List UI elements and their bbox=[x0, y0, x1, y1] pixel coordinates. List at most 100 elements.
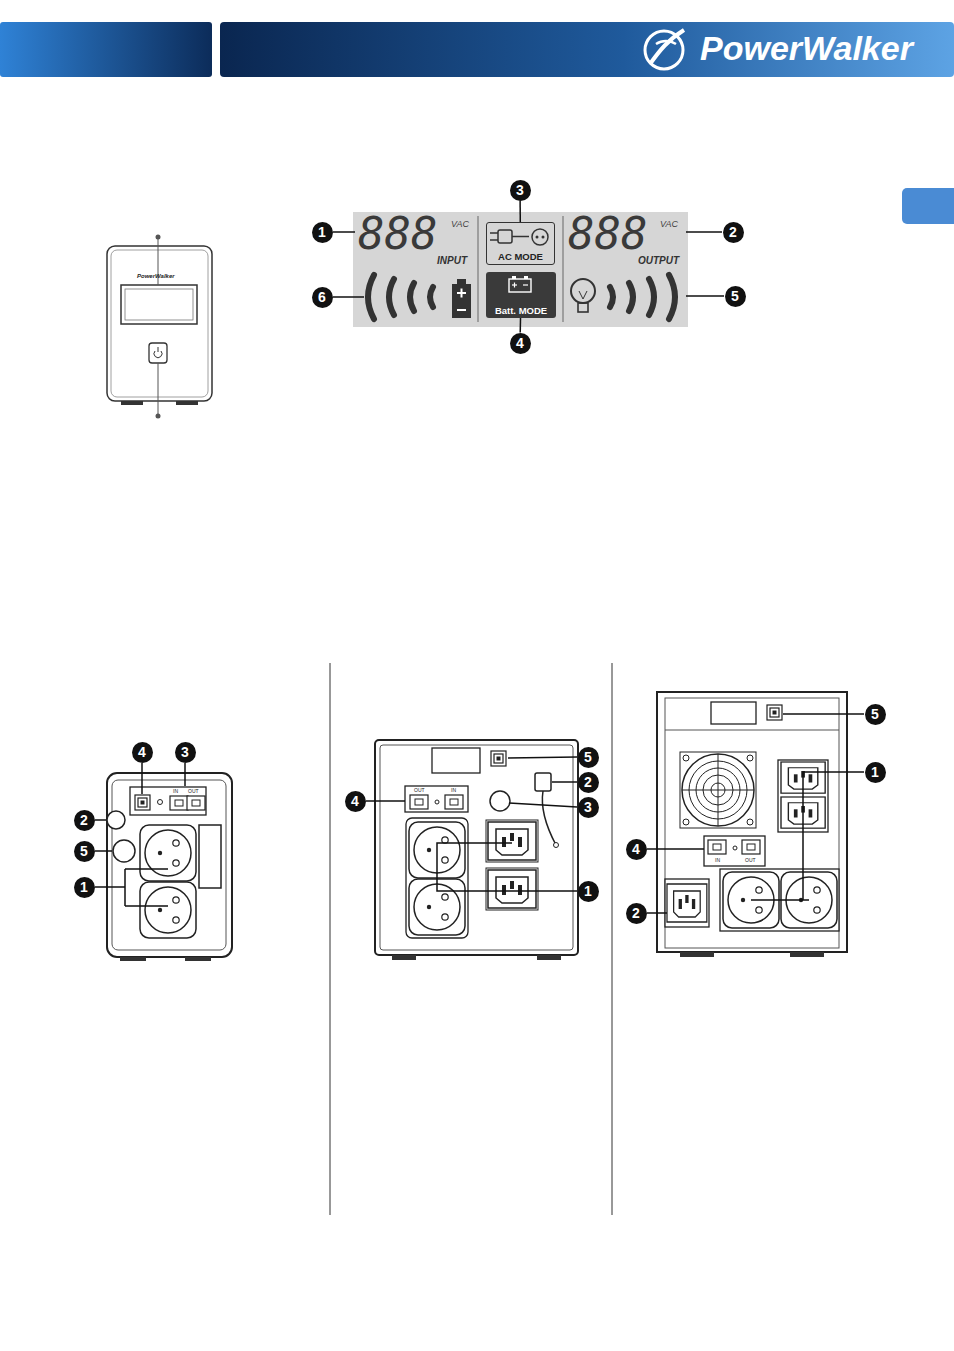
drawing-part bbox=[486, 820, 538, 862]
drawing-part bbox=[461, 289, 463, 298]
callout-number: 5 bbox=[725, 286, 746, 307]
drawing-part bbox=[682, 754, 754, 826]
drawing-part bbox=[185, 957, 211, 961]
drawing-part bbox=[140, 825, 196, 881]
port-label: IN bbox=[451, 788, 456, 793]
callout-number: 3 bbox=[181, 745, 189, 759]
drawing-part bbox=[718, 754, 719, 826]
drawing-part bbox=[571, 279, 595, 303]
callout-number: 1 bbox=[74, 877, 95, 898]
drawing-part bbox=[457, 309, 466, 311]
callout-number: 2 bbox=[729, 225, 737, 239]
drawing-part bbox=[176, 401, 198, 405]
callout-number: 1 bbox=[578, 881, 599, 902]
callout-number: 1 bbox=[318, 225, 326, 239]
drawing-part bbox=[645, 31, 683, 69]
digit-readout: 888 bbox=[568, 212, 647, 256]
drawing-part bbox=[366, 800, 405, 802]
drawing-part bbox=[747, 755, 753, 761]
drawing-part bbox=[112, 780, 226, 950]
drawing-part bbox=[554, 843, 559, 848]
drawing-part bbox=[187, 796, 205, 810]
drawing-part bbox=[368, 275, 675, 319]
drawing-part bbox=[665, 698, 839, 948]
drawing-part bbox=[389, 279, 394, 315]
callout-number: 5 bbox=[80, 844, 88, 858]
callout-number: 3 bbox=[584, 800, 592, 814]
drawing-part bbox=[107, 246, 212, 401]
drawing-part bbox=[107, 773, 232, 957]
leader-line bbox=[647, 714, 864, 913]
drawing-part bbox=[552, 781, 577, 783]
drawing-part bbox=[649, 279, 654, 315]
unit-label: VAC bbox=[660, 219, 678, 230]
drawing-part bbox=[610, 287, 613, 307]
drawing-part bbox=[536, 236, 539, 239]
panel-label: INPUT bbox=[437, 255, 467, 267]
callout-number: 2 bbox=[723, 222, 744, 243]
drawing-part bbox=[657, 692, 847, 952]
drawing-part bbox=[509, 279, 531, 292]
callout-number: 3 bbox=[516, 183, 524, 197]
ups-rear-small bbox=[107, 773, 232, 961]
drawing-part bbox=[751, 772, 864, 900]
drawing-part bbox=[680, 952, 714, 957]
mode-indicator-dark: Batt. MODE bbox=[486, 272, 556, 318]
callout-number: 3 bbox=[578, 797, 599, 818]
drawing-part bbox=[537, 955, 561, 960]
callout-number: 5 bbox=[74, 841, 95, 862]
callout-number: 5 bbox=[865, 704, 886, 725]
drawing-part bbox=[149, 343, 167, 363]
port-label: OUT bbox=[414, 788, 425, 793]
drawing-part bbox=[333, 296, 364, 298]
drawing-part bbox=[199, 825, 221, 888]
brand-logo: PowerWalker bbox=[700, 31, 913, 65]
leader-line bbox=[366, 757, 577, 891]
drawing-part bbox=[158, 800, 163, 805]
drawing-part bbox=[647, 848, 704, 850]
drawing-part bbox=[435, 800, 439, 804]
drawing-part bbox=[486, 868, 538, 910]
drawing-part bbox=[523, 284, 528, 285]
callout-number: 1 bbox=[871, 765, 879, 779]
drawing-part bbox=[333, 231, 355, 233]
drawing-part bbox=[512, 236, 529, 238]
drawing-part bbox=[542, 236, 545, 239]
drawing-part bbox=[111, 250, 208, 397]
drawing-part bbox=[488, 870, 536, 908]
callout-number: 2 bbox=[578, 772, 599, 793]
callout-number: 1 bbox=[80, 880, 88, 894]
drawing-part bbox=[490, 239, 498, 241]
drawing-part bbox=[95, 819, 106, 821]
leader-line bbox=[95, 763, 185, 906]
divider bbox=[330, 663, 331, 1215]
port-label: OUT bbox=[745, 858, 756, 863]
drawing-part bbox=[733, 846, 737, 850]
brand-logo: PowerWalker bbox=[137, 273, 175, 279]
drawing-part bbox=[184, 763, 186, 786]
drawing-part bbox=[524, 276, 528, 279]
lcd-display: 888VACINPUT888VACOUTPUTAC MODEBatt. MODE bbox=[353, 212, 688, 327]
drawing-part bbox=[708, 840, 726, 854]
leader-line bbox=[519, 318, 521, 333]
digit-readout: 888 bbox=[358, 212, 437, 256]
drawing-part bbox=[686, 231, 722, 233]
callout-number: 4 bbox=[351, 794, 359, 808]
drawing-part bbox=[508, 757, 577, 758]
drawing-part bbox=[156, 414, 161, 419]
header-bar bbox=[0, 22, 954, 77]
mode-label: AC MODE bbox=[498, 251, 543, 262]
drawing-part bbox=[683, 755, 689, 761]
mode-indicator: AC MODE bbox=[486, 222, 555, 265]
drawing-part bbox=[125, 289, 193, 320]
drawing-part bbox=[121, 401, 143, 405]
drawing-part bbox=[490, 232, 498, 234]
drawing-part bbox=[120, 957, 146, 961]
drawing-part bbox=[95, 869, 168, 906]
drawing-part bbox=[0, 22, 212, 77]
drawing-part bbox=[457, 279, 466, 284]
drawing-part bbox=[742, 840, 760, 854]
